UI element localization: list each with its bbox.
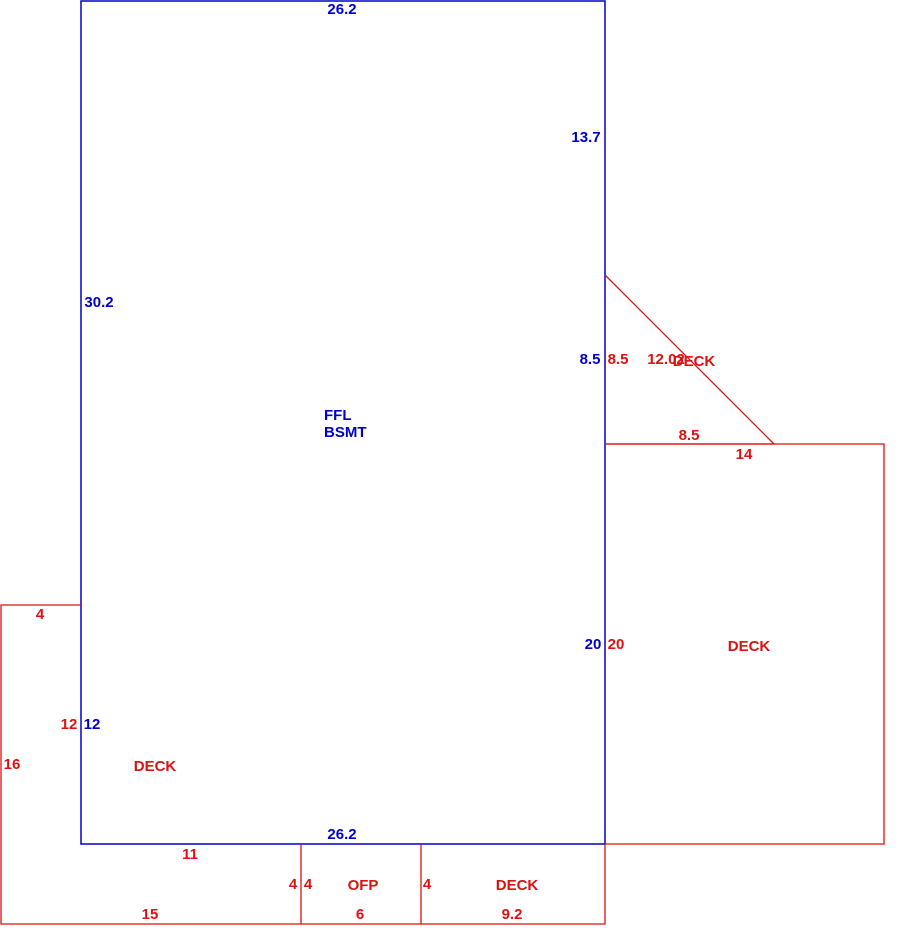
left-deck-label: DECK [134,758,177,775]
ofp-left-dim: 4 [304,876,313,893]
right-deck-left-dim: 20 [608,636,625,653]
main-area-name-line1: FFL [324,407,352,424]
right-deck-outline [605,443,885,845]
left-deck-top-dim: 4 [36,606,45,623]
main-right-lower-dim: 20 [585,636,602,653]
triangle-hypotenuse-dim: 12.02 [647,351,685,368]
ofp-right-dim: 4 [423,876,432,893]
left-deck-bottom-dim: 15 [142,906,159,923]
right-deck-top-dim: 14 [736,446,753,463]
main-top-dim: 26.2 [327,1,356,18]
triangle-deck-label: DECK [673,353,716,370]
ofp-bottom-dim: 6 [356,906,364,923]
small-deck-outline [421,844,606,925]
left-deck-outline [0,604,302,925]
small-deck-label: DECK [496,877,539,894]
main-left-lower-dim: 12 [84,716,101,733]
small-deck-bottom-dim: 9.2 [502,906,523,923]
main-bottom-dim: 26.2 [327,826,356,843]
left-deck-right-bottom-dim: 4 [289,876,298,893]
main-area-name-line2: BSMT [324,424,367,441]
ofp-label: OFP [348,877,379,894]
left-deck-right-dim: 12 [61,716,78,733]
main-right-mid-dim: 8.5 [580,351,601,368]
main-left-dim: 30.2 [84,294,113,311]
triangle-base-dim: 8.5 [679,427,700,444]
left-deck-left-dim: 16 [4,756,21,773]
main-area-outline [80,0,606,845]
right-deck-label: DECK [728,638,771,655]
triangle-vertical-dim: 8.5 [608,351,629,368]
main-right-upper-dim: 13.7 [571,129,600,146]
left-deck-bottom-inner-dim: 11 [182,846,198,863]
